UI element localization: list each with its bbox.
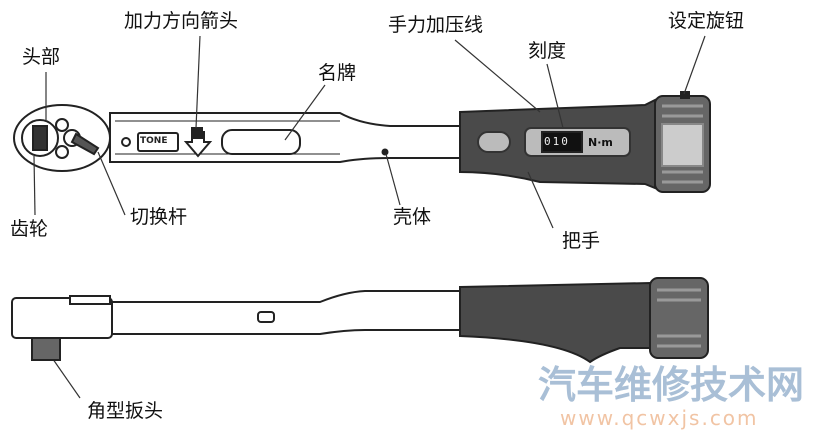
label-scale: 刻度 bbox=[528, 40, 567, 62]
brand-plate bbox=[137, 132, 179, 152]
switch-lever bbox=[70, 132, 100, 156]
grip-side bbox=[459, 281, 651, 364]
wrench-top-view bbox=[13, 91, 711, 193]
label-housing: 壳体 bbox=[393, 206, 432, 228]
label-hand-pressure-line: 手力加压线 bbox=[388, 14, 484, 36]
scale-window bbox=[541, 131, 583, 153]
leader-lines bbox=[33, 35, 706, 399]
watermark-url: www.qcwxjs.com bbox=[560, 406, 759, 430]
watermark-title: 汽车维修技术网 bbox=[538, 363, 805, 407]
scale-unit: N·m bbox=[588, 136, 613, 149]
label-handle: 把手 bbox=[562, 230, 601, 252]
label-gear: 齿轮 bbox=[10, 218, 49, 240]
scale-digits: 010 bbox=[544, 135, 570, 148]
label-set-knob: 设定旋钮 bbox=[668, 10, 745, 32]
wrench-side-view bbox=[11, 277, 709, 364]
label-nameplate: 名牌 bbox=[318, 62, 357, 84]
nameplate bbox=[221, 129, 301, 155]
square-drive bbox=[31, 337, 61, 361]
brand-text: TONE bbox=[140, 136, 168, 146]
label-angle-wrench-head: 角型扳头 bbox=[87, 400, 164, 422]
ratchet-head bbox=[11, 297, 113, 339]
label-force-arrow: 加力方向箭头 bbox=[124, 10, 239, 32]
label-switch-lever: 切换杆 bbox=[130, 206, 188, 228]
label-head: 头部 bbox=[22, 46, 61, 68]
